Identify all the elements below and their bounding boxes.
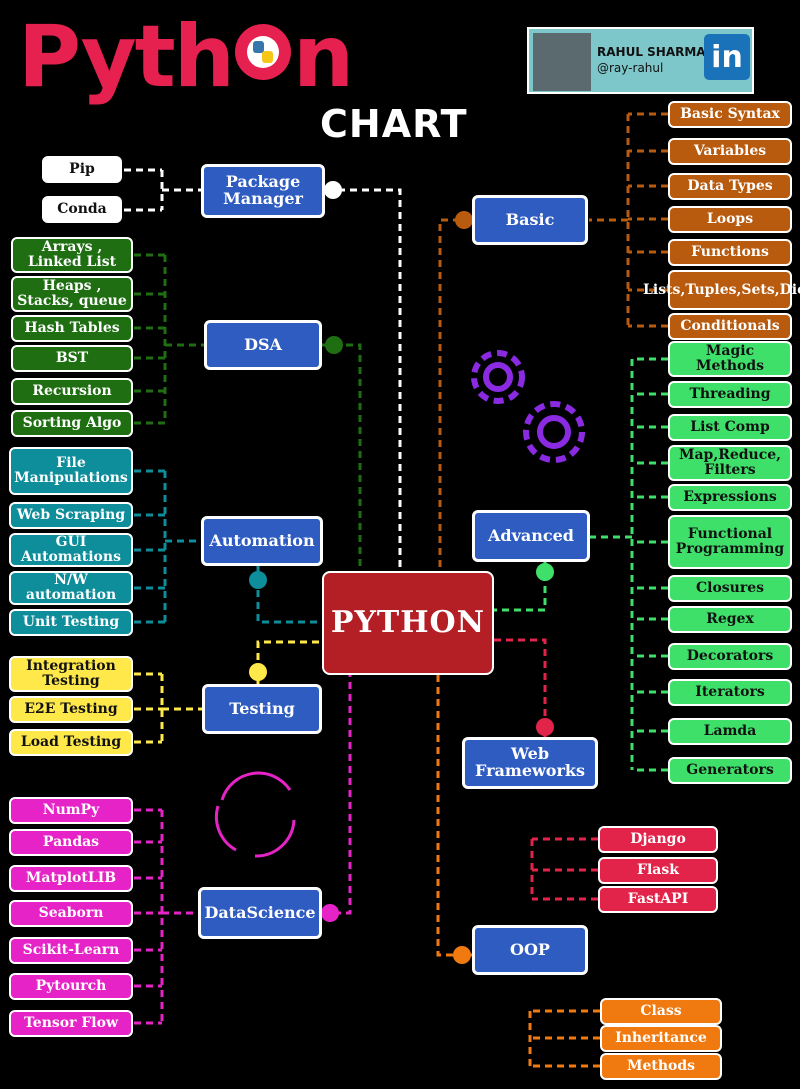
automation-trunk — [256, 566, 322, 624]
leaf-inheritance: Inheritance — [600, 1025, 722, 1052]
leaf-functions: Functions — [668, 239, 792, 266]
leaf-web-scraping: Web Scraping — [9, 502, 133, 529]
leaf-conditionals: Conditionals — [668, 313, 792, 340]
leaf-functional-programming: Functional Programming — [668, 515, 792, 569]
author-handle: @ray-rahul — [597, 61, 664, 75]
category-testing: Testing — [202, 684, 322, 734]
testing-node-dot — [249, 663, 267, 681]
author-card: RAHUL SHARMA @ray-rahul in — [527, 27, 754, 94]
leaf-tensor-flow: Tensor Flow — [9, 1010, 133, 1037]
leaf-methods: Methods — [600, 1053, 722, 1080]
advanced-node-dot — [536, 563, 554, 581]
category-dsa: DSA — [204, 320, 322, 370]
leaf-generators: Generators — [668, 757, 792, 784]
basic-node-dot — [455, 211, 473, 229]
page-subtitle: CHART — [320, 102, 468, 146]
leaf-hash-tables: Hash Tables — [11, 315, 133, 342]
leaf-flask: Flask — [598, 857, 718, 884]
category-web-frameworks: Web Frameworks — [462, 737, 598, 789]
leaf-expressions: Expressions — [668, 484, 792, 511]
web-trunk — [494, 638, 547, 737]
author-name: RAHUL SHARMA — [597, 45, 706, 59]
leaf-e2e-testing: E2E Testing — [9, 696, 133, 723]
pkg-trunk — [326, 188, 402, 571]
pkg-node-dot — [324, 181, 342, 199]
testing-trunk — [256, 640, 322, 684]
category-datascience: DataScience — [198, 887, 322, 939]
leaf-loops: Loops — [668, 206, 792, 233]
leaf-file-manipulations: File Manipulations — [9, 447, 133, 495]
oop-trunk — [436, 675, 472, 957]
leaf-pip: Pip — [42, 156, 122, 183]
category-advanced: Advanced — [472, 510, 590, 562]
leaf-numpy: NumPy — [9, 797, 133, 824]
leaf-data-types: Data Types — [668, 173, 792, 200]
leaf-list-comp: List Comp — [668, 414, 792, 441]
leaf-pandas: Pandas — [9, 829, 133, 856]
dsa-trunk — [322, 343, 362, 571]
leaf-arrays-linked-list: Arrays , Linked List — [11, 237, 133, 273]
basic-trunk — [438, 218, 472, 571]
center-node-python: PYTHON — [322, 571, 494, 675]
leaf-django: Django — [598, 826, 718, 853]
leaf-iterators: Iterators — [668, 679, 792, 706]
category-package-manager: Package Manager — [201, 164, 325, 218]
oop-node-dot — [453, 946, 471, 964]
leaf-closures: Closures — [668, 575, 792, 602]
automation-node-dot — [249, 571, 267, 589]
leaf-map-reduce-filters: Map,Reduce, Filters — [668, 445, 792, 481]
cycle-arrows-icon — [214, 771, 296, 858]
leaf-matplotlib: MatplotLIB — [9, 865, 133, 892]
leaf-nw-automation: N/W automation — [9, 571, 133, 605]
python-logo-icon — [235, 24, 292, 80]
leaf-variables: Variables — [668, 138, 792, 165]
leaf-unit-testing: Unit Testing — [9, 609, 133, 636]
category-basic: Basic — [472, 195, 588, 245]
leaf-lists-tuples-sets-dict: Lists,Tuples,Sets,Dict. — [643, 270, 800, 310]
web-node-dot — [536, 718, 554, 736]
leaf-heaps-stacks-queue: Heaps , Stacks, queue — [11, 276, 133, 312]
leaf-basic-syntax: Basic Syntax — [668, 101, 792, 128]
leaf-seaborn: Seaborn — [9, 900, 133, 927]
leaf-regex: Regex — [668, 606, 792, 633]
datascience-trunk — [322, 675, 352, 915]
linkedin-icon[interactable]: in — [704, 34, 750, 80]
leaf-fastapi: FastAPI — [598, 886, 718, 913]
datascience-node-dot — [321, 904, 339, 922]
leaf-class: Class — [600, 998, 722, 1025]
leaf-lamda: Lamda — [668, 718, 792, 745]
avatar — [533, 33, 591, 91]
dsa-node-dot — [325, 336, 343, 354]
leaf-conda: Conda — [42, 196, 122, 223]
leaf-decorators: Decorators — [668, 643, 792, 670]
leaf-bst: BST — [11, 345, 133, 372]
leaf-recursion: Recursion — [11, 378, 133, 405]
leaf-gui-automations: GUI Automations — [9, 533, 133, 567]
leaf-pytourch: Pytourch — [9, 973, 133, 1000]
leaf-threading: Threading — [668, 381, 792, 408]
leaf-load-testing: Load Testing — [9, 729, 133, 756]
leaf-sorting-algo: Sorting Algo — [11, 410, 133, 437]
leaf-integration-testing: Integration Testing — [9, 656, 133, 692]
leaf-scikit-learn: Scikit-Learn — [9, 937, 133, 964]
category-automation: Automation — [201, 516, 323, 566]
leaf-magic-methods: Magic Methods — [668, 341, 792, 377]
gear-icon — [471, 350, 585, 463]
category-oop: OOP — [472, 925, 588, 975]
